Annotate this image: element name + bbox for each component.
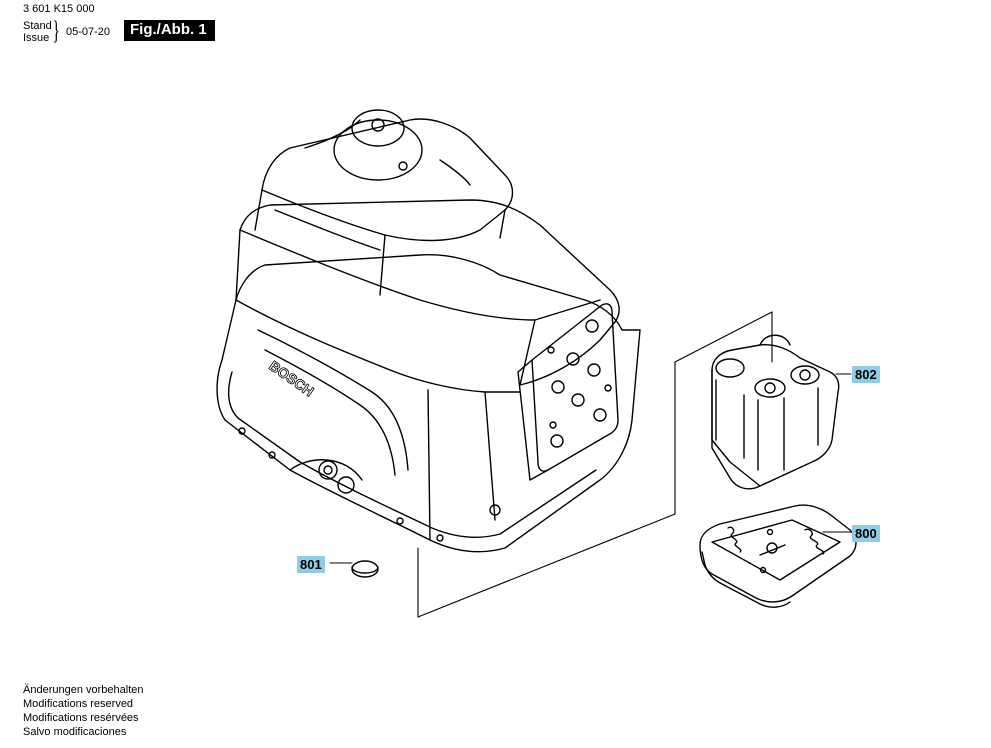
footer-line-fr: Modifications resérvées [23, 712, 139, 724]
issue-date: 05-07-20 [66, 26, 111, 38]
brace-glyph: } [52, 16, 60, 45]
callout-801: 801 [297, 556, 325, 573]
laser-level-housing [216, 109, 641, 553]
assembly-bracket-lines [417, 311, 773, 618]
part-number: 3 601 K15 000 [23, 3, 95, 15]
footer-line-es: Salvo modificaciones [23, 726, 127, 738]
part-800-base-plate [699, 504, 857, 608]
leader-lines [329, 373, 852, 564]
issue-label: Issue [23, 32, 50, 44]
stand-label: Stand [23, 20, 52, 32]
figure-label: Fig./Abb. 1 [124, 20, 215, 41]
part-801-cap [351, 560, 379, 578]
part-802-battery-holder [711, 334, 840, 490]
footer-line-de: Änderungen vorbehalten [23, 684, 144, 696]
callout-802: 802 [852, 366, 880, 383]
footer-line-en: Modifications reserved [23, 698, 134, 710]
callout-800: 800 [852, 525, 880, 542]
modifications-notice: Änderungen vorbehalten Modifications res… [23, 683, 143, 739]
